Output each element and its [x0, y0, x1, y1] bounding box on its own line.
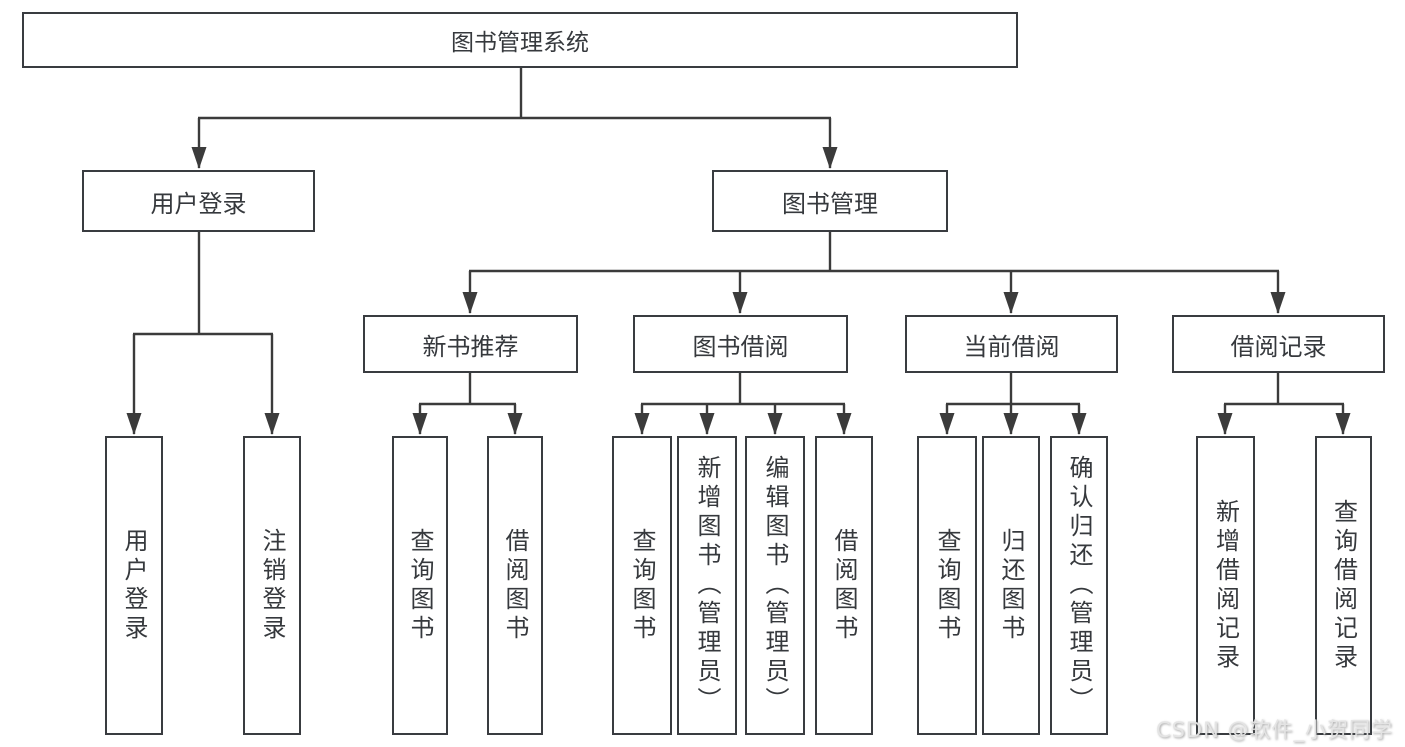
node-label: 用户登录	[120, 527, 148, 644]
node-label: 借阅图书	[830, 527, 858, 644]
leaf-query-borrow-record: 查询借阅记录	[1315, 436, 1372, 735]
node-label: 查询借阅记录	[1329, 498, 1358, 673]
node-system-root: 图书管理系统	[22, 12, 1018, 68]
node-borrow-record: 借阅记录	[1172, 315, 1385, 373]
node-label: 查询图书	[628, 527, 656, 644]
node-label: 借阅图书	[501, 527, 529, 644]
node-label: 确认归还（管理员）	[1065, 455, 1093, 716]
leaf-borrow-books-2: 借阅图书	[815, 436, 873, 735]
node-new-book-recommend: 新书推荐	[363, 315, 578, 373]
csdn-watermark: CSDN @软件_小贺同学	[1155, 718, 1393, 742]
node-label: 当前借阅	[963, 332, 1060, 361]
node-label: 归还图书	[997, 527, 1025, 644]
node-current-borrow: 当前借阅	[905, 315, 1118, 373]
leaf-query-books-1: 查询图书	[392, 436, 448, 735]
leaf-edit-book-admin: 编辑图书（管理员）	[745, 436, 805, 735]
node-book-management: 图书管理	[712, 170, 948, 232]
leaf-user-login: 用户登录	[105, 436, 163, 735]
node-label: 新增借阅记录	[1211, 498, 1240, 673]
node-label: 图书借阅	[692, 332, 789, 361]
node-label: 注销登录	[258, 527, 286, 644]
node-label: 新增图书（管理员）	[693, 455, 721, 716]
leaf-query-books-2: 查询图书	[612, 436, 672, 735]
node-label: 用户登录	[150, 189, 247, 218]
leaf-add-book-admin: 新增图书（管理员）	[677, 436, 737, 735]
node-label: 查询图书	[406, 527, 434, 644]
node-label: 图书管理系统	[451, 30, 589, 56]
leaf-confirm-return-admin: 确认归还（管理员）	[1050, 436, 1108, 735]
node-label: 新书推荐	[422, 332, 519, 361]
leaf-return-book: 归还图书	[982, 436, 1040, 735]
leaf-add-borrow-record: 新增借阅记录	[1196, 436, 1255, 735]
node-label: 借阅记录	[1230, 332, 1327, 361]
leaf-logout: 注销登录	[243, 436, 301, 735]
node-label: 图书管理	[782, 189, 878, 218]
node-label: 编辑图书（管理员）	[761, 455, 789, 716]
node-label: 查询图书	[933, 527, 961, 644]
node-user-login: 用户登录	[82, 170, 315, 232]
leaf-borrow-books-1: 借阅图书	[487, 436, 543, 735]
node-book-borrow: 图书借阅	[633, 315, 848, 373]
leaf-query-books-3: 查询图书	[917, 436, 977, 735]
